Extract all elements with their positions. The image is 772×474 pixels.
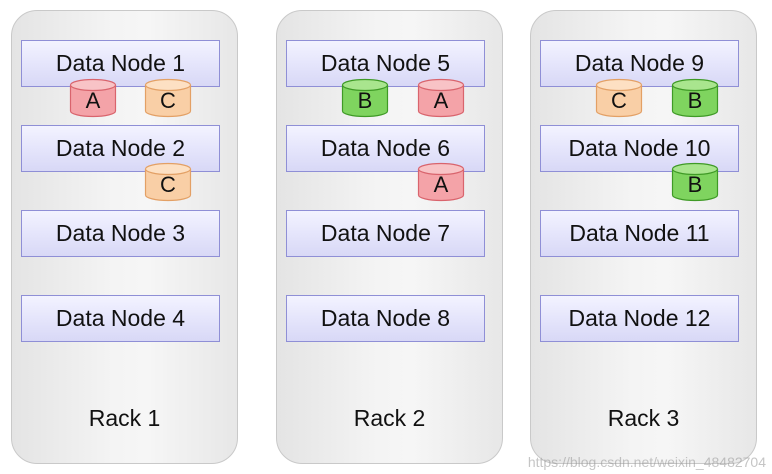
block-label: A bbox=[85, 88, 101, 113]
block-b-cylinder: B bbox=[341, 78, 389, 118]
cylinder-icon bbox=[671, 162, 719, 202]
block-label: A bbox=[433, 88, 449, 113]
block-label: C bbox=[611, 88, 627, 113]
block-b-cylinder: B bbox=[671, 162, 719, 202]
block-label: B bbox=[357, 88, 373, 113]
data-node-11: Data Node 11 bbox=[540, 210, 739, 257]
data-node-9: Data Node 9 bbox=[540, 40, 739, 87]
cylinder-icon bbox=[417, 162, 465, 202]
cylinder-icon bbox=[341, 78, 389, 118]
data-node-5: Data Node 5 bbox=[286, 40, 485, 87]
node-label: Data Node 3 bbox=[55, 220, 186, 246]
node-label: Data Node 9 bbox=[574, 50, 705, 76]
data-node-12: Data Node 12 bbox=[540, 295, 739, 342]
data-node-6: Data Node 6 bbox=[286, 125, 485, 172]
data-node-1: Data Node 1 bbox=[21, 40, 220, 87]
node-label: Data Node 1 bbox=[55, 50, 186, 76]
block-b-cylinder: B bbox=[671, 78, 719, 118]
node-label: Data Node 7 bbox=[320, 220, 451, 246]
node-label: Data Node 12 bbox=[568, 305, 711, 331]
node-label: Data Node 5 bbox=[320, 50, 451, 76]
block-c-cylinder: C bbox=[144, 78, 192, 118]
block-a-cylinder: A bbox=[417, 78, 465, 118]
node-label: Data Node 10 bbox=[568, 135, 711, 161]
rack-2: Data Node 5 Data Node 6 Data Node 7 Data… bbox=[276, 10, 503, 464]
block-label: A bbox=[433, 172, 449, 197]
cylinder-icon bbox=[671, 78, 719, 118]
block-a-cylinder: A bbox=[69, 78, 117, 118]
cylinder-icon bbox=[144, 162, 192, 202]
block-label: B bbox=[687, 172, 703, 197]
node-label: Data Node 11 bbox=[569, 220, 710, 246]
rack-1: Data Node 1 Data Node 2 Data Node 3 Data… bbox=[11, 10, 238, 464]
rack-label: Rack 2 bbox=[353, 405, 426, 431]
data-node-7: Data Node 7 bbox=[286, 210, 485, 257]
data-node-4: Data Node 4 bbox=[21, 295, 220, 342]
block-label: C bbox=[160, 88, 176, 113]
block-label: B bbox=[687, 88, 703, 113]
cylinder-icon bbox=[144, 78, 192, 118]
cylinder-icon bbox=[417, 78, 465, 118]
node-label: Data Node 2 bbox=[55, 135, 186, 161]
data-node-10: Data Node 10 bbox=[540, 125, 739, 172]
rack-label: Rack 1 bbox=[88, 405, 161, 431]
block-a-cylinder: A bbox=[417, 162, 465, 202]
watermark: https://blog.csdn.net/weixin_48482704 bbox=[527, 454, 766, 470]
block-label: C bbox=[160, 172, 176, 197]
node-label: Data Node 8 bbox=[320, 305, 451, 331]
data-node-8: Data Node 8 bbox=[286, 295, 485, 342]
cylinder-icon bbox=[595, 78, 643, 118]
rack-label: Rack 3 bbox=[607, 405, 680, 431]
cylinder-icon bbox=[69, 78, 117, 118]
block-c-cylinder: C bbox=[144, 162, 192, 202]
node-label: Data Node 4 bbox=[55, 305, 186, 331]
data-node-2: Data Node 2 bbox=[21, 125, 220, 172]
node-label: Data Node 6 bbox=[320, 135, 451, 161]
block-c-cylinder: C bbox=[595, 78, 643, 118]
rack-3: Data Node 9 Data Node 10 Data Node 11 Da… bbox=[530, 10, 757, 464]
data-node-3: Data Node 3 bbox=[21, 210, 220, 257]
